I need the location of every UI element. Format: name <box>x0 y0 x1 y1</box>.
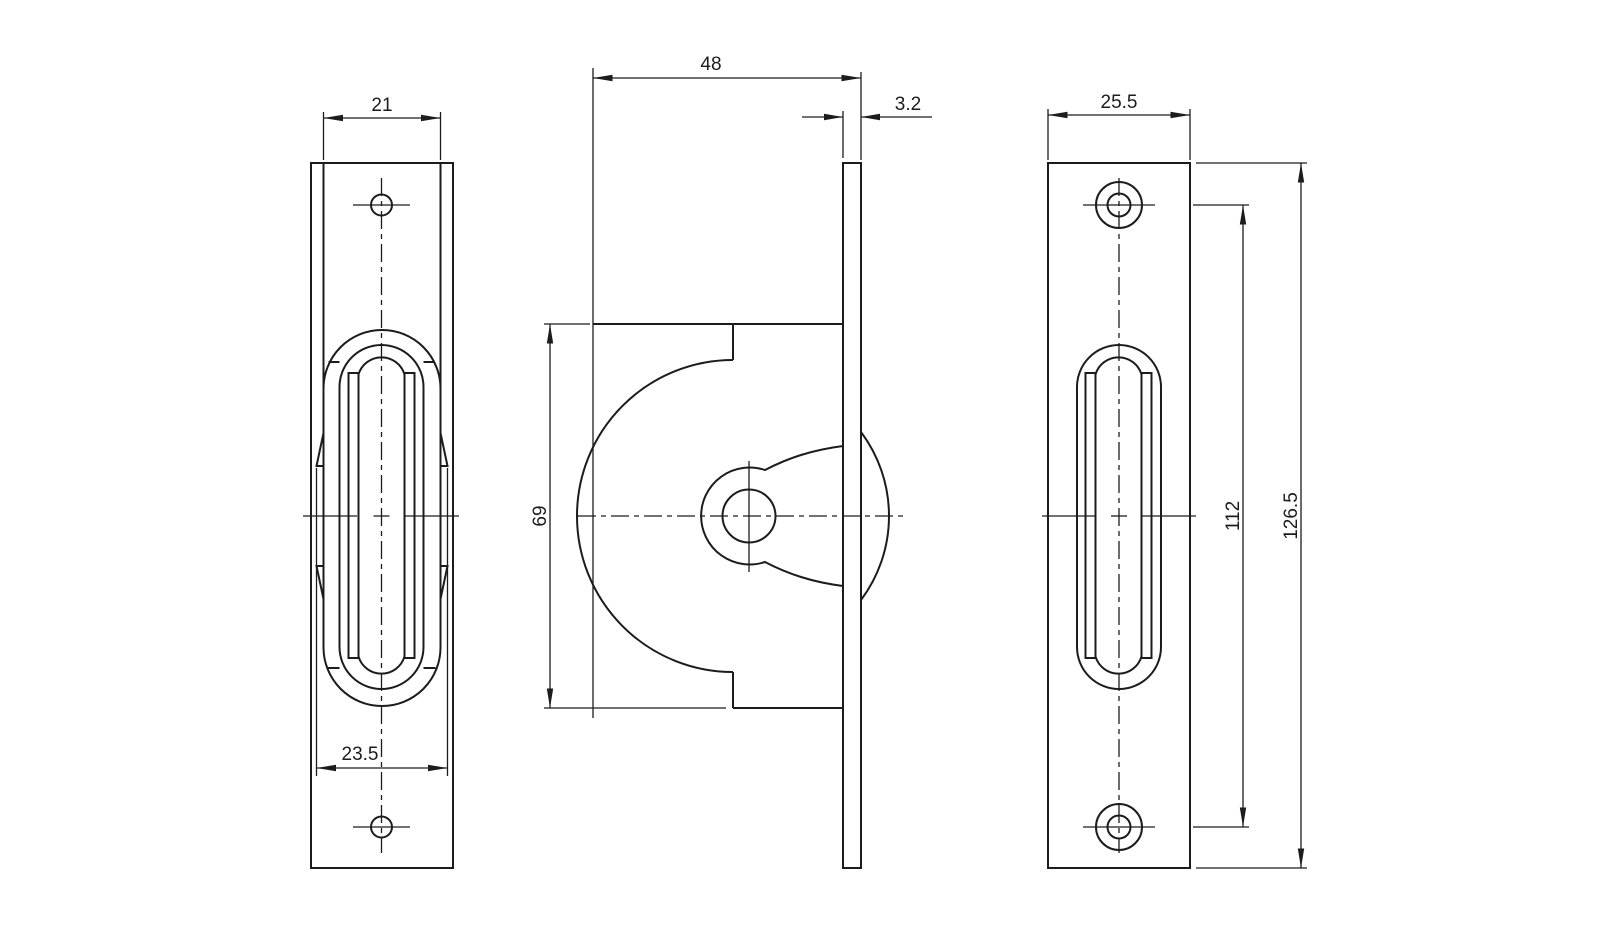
arrow-right <box>841 74 861 82</box>
arrow-left <box>323 114 343 122</box>
side-view: 48 3.2 69 <box>530 54 932 869</box>
back-view: 21 23.5 <box>303 95 459 869</box>
dim-label-3-2: 3.2 <box>895 94 921 115</box>
dim-label-23-5: 23.5 <box>342 744 379 765</box>
dim-label-126-5: 126.5 <box>1281 492 1302 540</box>
back-tab-top-right <box>439 432 449 467</box>
arrow-up <box>546 324 554 344</box>
dimension-front-width: 25.5 <box>1047 92 1191 160</box>
back-tab-bottom-left <box>315 565 325 600</box>
arrow-right <box>1170 111 1190 119</box>
arrow-up <box>1239 205 1247 225</box>
arrow-left <box>316 764 336 772</box>
dimension-plate-height: 126.5 <box>1196 162 1307 869</box>
dimension-case-height: 69 <box>530 323 726 709</box>
arrow-inward-left <box>824 113 843 121</box>
front-view: 25.5 112 126.5 <box>1042 92 1307 869</box>
arrow-up <box>1297 163 1305 183</box>
dimension-back-case-width: 21 <box>322 95 442 160</box>
arrow-down <box>1239 807 1247 827</box>
dim-label-25-5: 25.5 <box>1101 92 1138 113</box>
dim-label-69: 69 <box>530 505 551 526</box>
dimension-hole-spacing: 112 <box>1193 204 1249 828</box>
arrow-right <box>428 764 448 772</box>
back-housing-stadium-outer <box>322 329 442 707</box>
arrow-down <box>1297 848 1305 868</box>
arrow-inward-right <box>861 113 880 121</box>
arrow-left <box>1048 111 1068 119</box>
arrow-left <box>593 74 613 82</box>
dimension-back-tab-width: 23.5 <box>315 468 449 776</box>
side-case-back-arc <box>576 359 734 673</box>
dim-label-112: 112 <box>1223 501 1244 531</box>
back-slot-stadium <box>338 344 425 690</box>
arrow-down <box>546 688 554 708</box>
dimension-plate-thickness: 3.2 <box>802 94 932 158</box>
dim-label-48: 48 <box>700 54 721 75</box>
back-tab-top-left <box>315 432 325 467</box>
dimension-side-depth: 48 <box>592 54 862 718</box>
dim-label-21: 21 <box>371 95 392 116</box>
front-slot-stadium <box>1076 344 1162 690</box>
back-tab-bottom-right <box>439 565 449 600</box>
arrow-right <box>421 114 441 122</box>
